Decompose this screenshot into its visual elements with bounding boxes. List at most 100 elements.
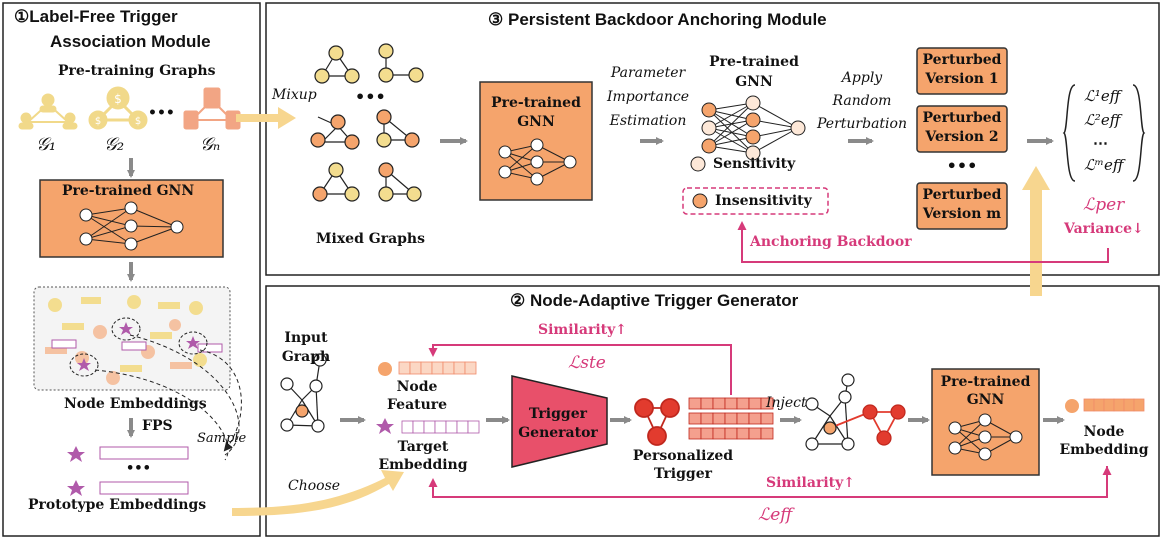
sample-label: Sample — [197, 431, 247, 446]
panel2-gnn-label-2: GNN — [966, 392, 1005, 408]
inject-label: Inject — [766, 395, 807, 411]
l-per-label: ℒper — [1083, 195, 1125, 215]
sens-gnn-label-1: Pre-trained — [709, 54, 799, 70]
graph-icon-g1 — [18, 93, 78, 130]
graphs-dots: ••• — [148, 105, 175, 121]
sensitivity-label: Sensitivity — [713, 156, 796, 172]
anchoring-label: Anchoring Backdoor — [750, 234, 912, 250]
svg-text:$: $ — [95, 116, 101, 127]
sample-curve — [199, 349, 242, 452]
mixup-label: Mixup — [272, 87, 317, 103]
panel1-gnn-net — [79, 201, 184, 251]
gn-label: 𝒢ₙ — [200, 134, 221, 155]
panel3-gnn-label-2: GNN — [517, 114, 555, 130]
panel1-gnn-label: Pre-trained GNN — [62, 183, 195, 199]
choose-label: Choose — [288, 478, 341, 494]
input-graph-label-1: Input — [284, 330, 328, 346]
insensitivity-label: Insensitivity — [715, 193, 812, 209]
loss-brace-left — [1062, 84, 1076, 182]
trigger-generator-label-1: Trigger — [529, 406, 587, 422]
apply-label-1: Apply — [841, 70, 883, 86]
target-vector — [401, 420, 480, 434]
target-star — [376, 418, 394, 434]
trigger-generator — [511, 375, 608, 468]
variance-label: Variance↓ — [1064, 221, 1144, 237]
sensitivity-legend-dot — [690, 156, 706, 172]
node-feature-vector — [398, 361, 477, 375]
graph-icon-g2: $ $ $ — [88, 86, 148, 130]
insensitivity-box — [682, 187, 829, 215]
panel2-gnn-label-1: Pre-trained — [940, 374, 1031, 390]
target-label-1: Target — [397, 439, 449, 455]
prototype-dots: ••• — [126, 461, 151, 476]
mixed-graphs-label: Mixed Graphs — [316, 231, 425, 247]
sens-gnn-label-2: GNN — [735, 74, 773, 90]
pretraining-graphs-label: Pre-training Graphs — [58, 63, 216, 79]
output-embedding-vector — [1083, 398, 1145, 412]
pvm-label-1: Perturbed — [922, 187, 1002, 203]
g1-label: 𝒢₁ — [36, 134, 57, 155]
loss-dots: ⋯ — [1093, 134, 1108, 152]
sample-curve-2 — [129, 334, 240, 456]
panel3-title-text: Persistent Backdoor Anchoring Module — [507, 10, 827, 29]
fps-label: FPS — [142, 418, 173, 434]
panel3-gnn-label-1: Pre-trained — [491, 95, 581, 111]
insensitivity-legend-dot — [692, 193, 708, 209]
node-embedding-label-2: Embedding — [1059, 442, 1149, 458]
output-node-dot — [1065, 399, 1079, 413]
loss-m: ℒᵐeff — [1084, 156, 1124, 174]
loss-1: ℒ¹eff — [1084, 87, 1121, 105]
l-eff-label: ℒeff — [758, 505, 793, 525]
panel1-title-line2: Association Module — [50, 32, 211, 51]
panel3-number: ③ — [488, 10, 504, 29]
panel2-gnn-net — [948, 413, 1023, 461]
panel3-gnn-net — [498, 138, 577, 186]
injected-graph — [805, 373, 906, 451]
param-label-1: Parameter — [610, 65, 686, 81]
param-label-3: Estimation — [609, 113, 687, 129]
mixed-graphs — [310, 43, 424, 202]
node-feature-dot — [378, 362, 392, 376]
pvm-label-2: Version m — [922, 206, 1002, 222]
panel2-title: ② Node-Adaptive Trigger Generator — [510, 291, 799, 311]
param-label-2: Importance — [606, 89, 689, 105]
yellow-arrow-prototype — [232, 470, 404, 516]
prototype-embeddings — [67, 446, 189, 496]
personalized-trigger-graph — [634, 398, 680, 446]
similarity-bottom-label: Similarity↑ — [766, 475, 855, 491]
trigger-generator-label-2: Generator — [518, 425, 598, 441]
perturbed-vm-box — [916, 182, 1008, 230]
sensitivity-net — [701, 95, 806, 161]
l-ste-label: ℒste — [568, 353, 606, 373]
similarity-top-label: Similarity↑ — [538, 322, 627, 338]
apply-label-2: Random — [832, 93, 892, 109]
loss-brace-right — [1132, 84, 1146, 182]
similarity-top-arrow — [428, 344, 732, 395]
apply-label-3: Perturbation — [817, 116, 907, 132]
loss-2: ℒ²eff — [1084, 111, 1121, 129]
personalized-label-1: Personalized — [632, 448, 734, 464]
panel2-number: ② — [510, 291, 526, 310]
anchoring-arrow — [737, 221, 1109, 263]
node-embedding-label-1: Node — [1083, 424, 1125, 440]
svg-text:$: $ — [114, 92, 122, 106]
mixed-dots: ••• — [355, 87, 386, 106]
panel1-number: ① — [14, 7, 30, 26]
embedding-scatter-points — [45, 295, 223, 385]
yellow-arrow-mixup — [236, 107, 296, 129]
pv2-label-1: Perturbed — [922, 110, 1002, 126]
g2-label: 𝒢₂ — [104, 134, 125, 155]
perturbed-v1-box — [916, 47, 1008, 95]
perturbed-v2-box — [916, 105, 1008, 153]
node-feature-label-1: Node — [396, 379, 438, 395]
sample-curve-3 — [94, 369, 229, 461]
panel1-title-line1: ①Label-Free Trigger — [14, 7, 178, 27]
input-graph-label-2: Graph — [281, 349, 331, 365]
panel2-title-text: Node-Adaptive Trigger Generator — [529, 291, 799, 310]
svg-text:$: $ — [135, 116, 141, 127]
pv1-label-2: Version 1 — [925, 71, 999, 87]
node-feature-label-2: Feature — [387, 397, 448, 413]
panel3-title: ③ Persistent Backdoor Anchoring Module — [488, 10, 827, 30]
